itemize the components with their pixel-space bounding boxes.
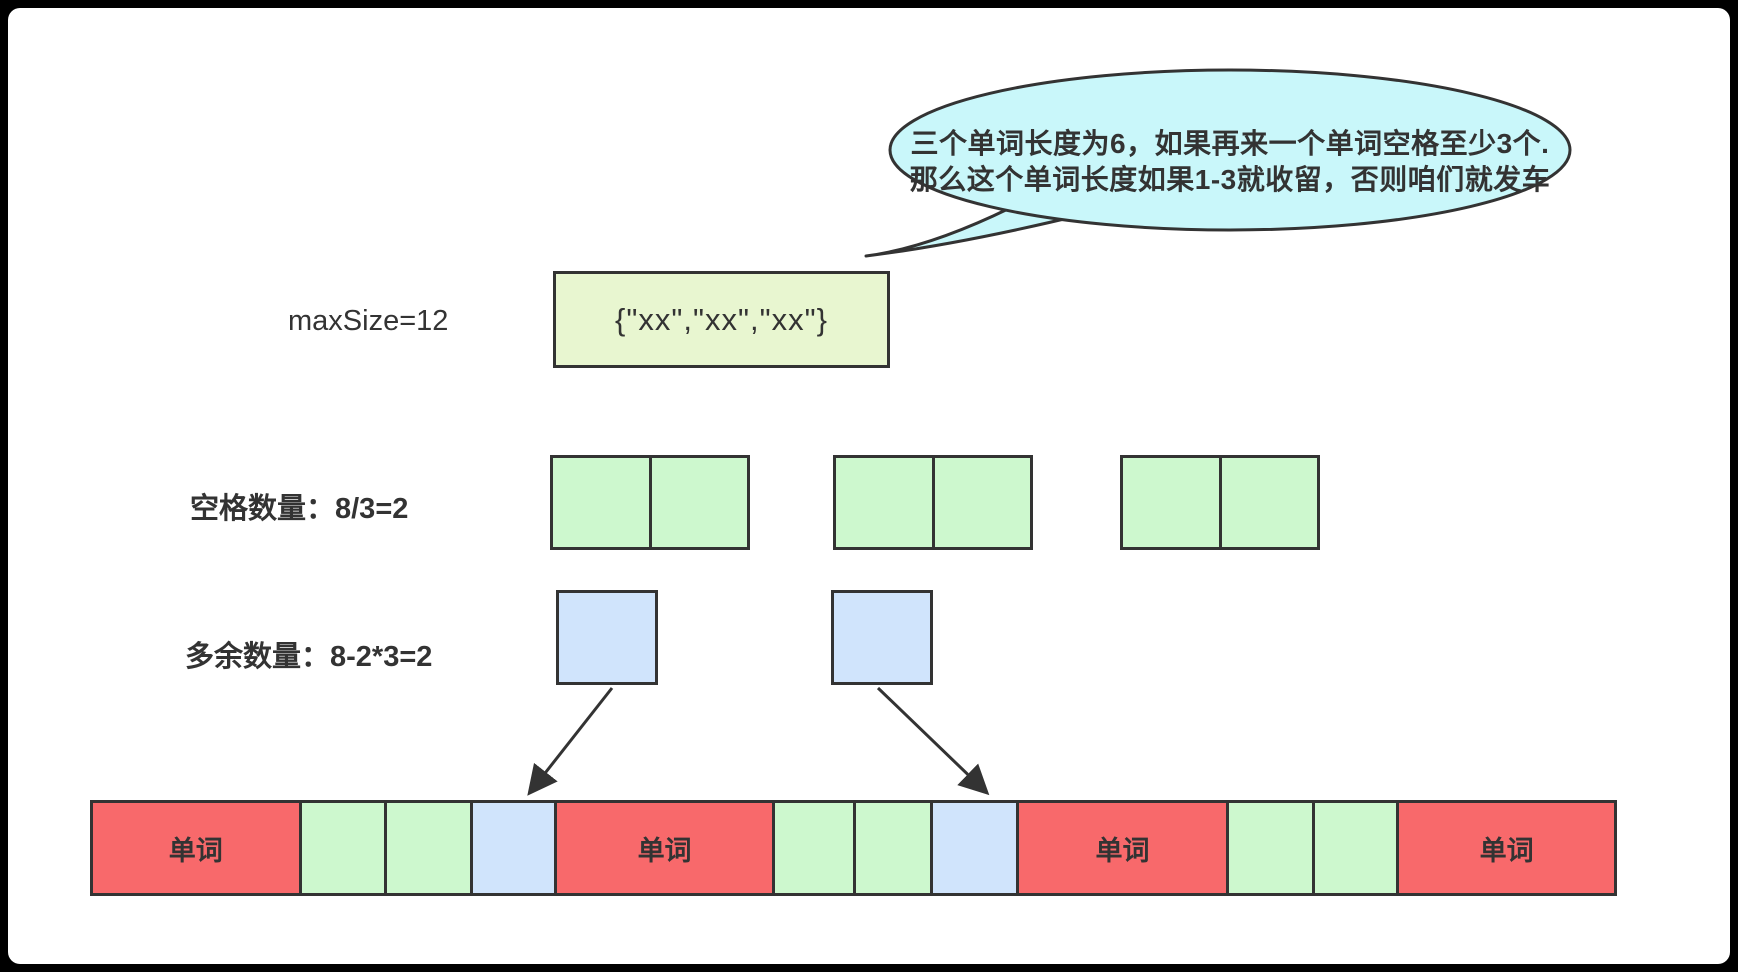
bar-cell-word: 单词 [93,803,299,893]
speech-bubble-line1: 三个单词长度为6，如果再来一个单词空格至少3个. [910,128,1550,159]
space-cell [1123,458,1219,547]
space-cell [836,458,932,547]
bar-cell-word: 单词 [1396,803,1614,893]
bar-cell-extra [469,803,555,893]
bar-cell-word: 单词 [1015,803,1227,893]
bar-cell-space [298,803,385,893]
bar-cell-extra [930,803,1016,893]
bar-cell-space [771,803,854,893]
space-cell [553,458,649,547]
extra-space-box-1 [556,590,658,685]
extra-space-box-2 [831,590,933,685]
extra-count-label: 多余数量：8-2*3=2 [185,641,433,673]
word-array-text: {"xx","xx","xx"} [615,301,828,337]
bar-cell-space [384,803,470,893]
space-cell [1218,458,1318,547]
bar-cell-space [853,803,931,893]
bar-cell-space [1311,803,1397,893]
speech-bubble-text: 三个单词长度为6，如果再来一个单词空格至少3个. 那么这个单词长度如果1-3就收… [880,126,1580,198]
arrow-extra-left-icon [527,687,614,796]
word-array-box: {"xx","xx","xx"} [553,271,890,368]
arrow-extra-right-icon [876,686,990,796]
speech-bubble-line2: 那么这个单词长度如果1-3就收留，否则咱们就发车 [909,164,1551,195]
bar-cell-word: 单词 [554,803,772,893]
space-cell [931,458,1031,547]
space-count-label: 空格数量：8/3=2 [190,493,409,525]
max-size-label: maxSize=12 [288,305,449,337]
speech-bubble-tail [864,206,1087,258]
space-pair-2 [833,455,1033,550]
space-pair-3 [1120,455,1320,550]
space-pair-1 [550,455,750,550]
justified-line-bar: 单词 单词 单词 单词 [90,800,1617,896]
bar-cell-space [1226,803,1312,893]
space-cell [648,458,748,547]
